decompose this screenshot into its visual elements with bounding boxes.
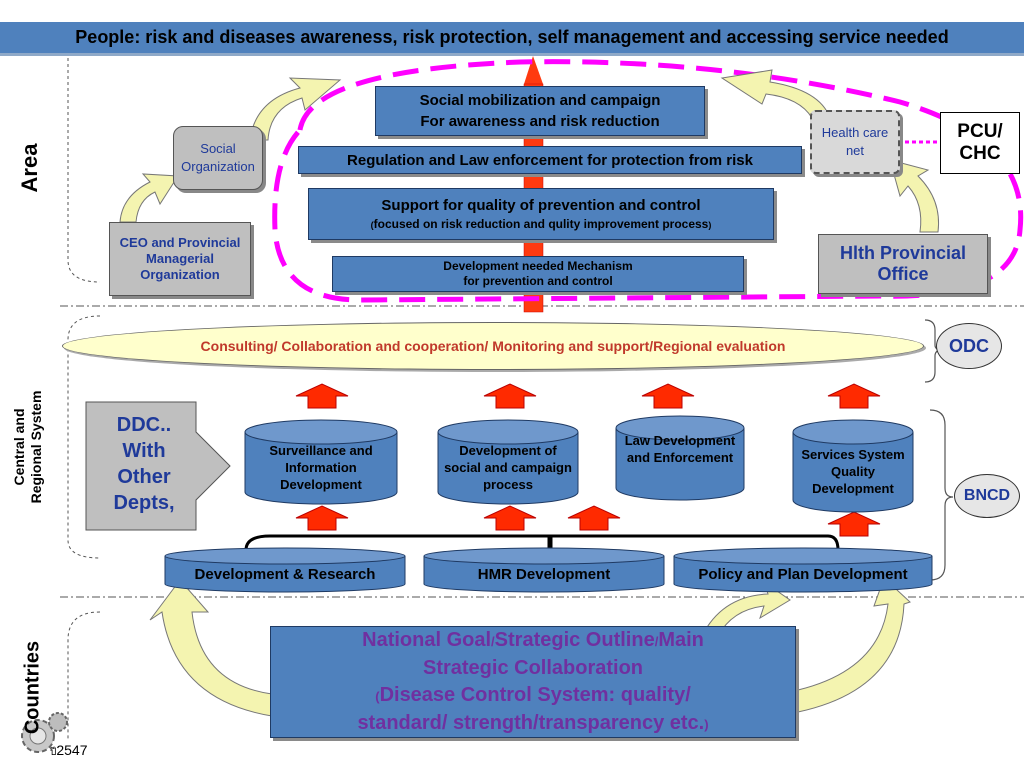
ddc-line-3: Other [117,466,171,488]
national-goal-line3: Disease Control System: quality/ [379,683,691,706]
countries-bracket [67,611,101,740]
section-label-area: Area [17,143,42,193]
base-policy [673,556,933,593]
pcu-chc-box: PCU/ CHC [940,112,1020,174]
support-sub-close: ) [708,220,712,230]
national-goal-part3: Main [658,628,704,651]
area-focus-outline [272,59,1024,303]
national-goal-part2: Strategic Outline [494,628,655,651]
gear-logo [21,712,68,753]
ddc-label: DDC.. With Other Depts, [92,412,196,516]
health-care-net-box: Health care net [810,110,900,174]
ceo-organization-box: CEO and Provincial Managerial Organizati… [109,222,251,296]
base-research-label: Development & Research [194,565,376,583]
cylinder-social [437,432,579,505]
central-arrow-head [524,56,543,84]
cylinder-services-top [792,419,914,445]
curve-arrow-national-to-research [149,579,273,717]
national-paren-close: ) [704,716,709,732]
national-goal-line2: Strategic Collaboration [422,656,644,679]
consulting-oval: Consulting/ Collaboration and cooperatio… [62,322,924,370]
up-arrow-5 [295,505,349,531]
cylinder-law [615,428,745,501]
section-label-countries: Countries [21,640,44,735]
bncd-label: BNCD [963,487,1011,504]
central-bracket [67,315,101,559]
area-bracket [67,58,101,283]
up-arrow-1 [295,383,349,409]
footer-year-value: 2547 [56,742,88,758]
bncd-brace [929,409,954,581]
support-subtitle: focused on risk reduction and qulity imp… [373,217,709,231]
footer-year: ปี2547 [50,742,88,760]
up-arrow-8 [827,511,881,537]
base-research-top [164,547,406,565]
cylinder-surveillance-top [244,419,398,445]
up-arrow-3 [641,383,695,409]
curve-arrow-national-to-policy [797,577,911,713]
footer-year-prefix: ปี [50,747,57,758]
social-mobilization-box: Social mobilization and campaign For awa… [375,86,705,136]
curve-arrow-office-to-health [889,159,940,233]
national-goal-part1: National Goal [362,628,492,651]
support-sub-open: ( [370,220,374,230]
social-mobilization-line1: Social mobilization and campaign [419,92,661,109]
cylinder-services [792,432,914,513]
national-goal-line4: standard/ strength/transparency etc. [357,711,705,734]
health-care-net-label: Health care net [821,125,889,158]
base-hmr-label: HMR Development [477,565,611,583]
up-arrow-4 [827,383,881,409]
social-organization-label: Social Organization [181,141,255,174]
ddc-line-2: With [122,440,166,462]
social-organization-box: Social Organization [173,126,263,190]
base-hmr-top [423,547,665,565]
national-goal-box: National Goal/Strategic Outline/Main Str… [270,626,796,738]
base-policy-top [673,547,933,565]
support-quality-box: Support for quality of prevention and co… [308,188,774,240]
up-arrow-7 [567,505,621,531]
ddc-line-4: Depts, [113,492,175,514]
base-research [164,556,406,593]
pcu-chc-label: PCU/ CHC [957,121,1003,164]
development-mechanism-box: Development needed Mechanism for prevent… [332,256,744,292]
social-mobilization-line2: For awareness and risk reduction [420,113,660,130]
cylinder-law-top [615,415,745,441]
cylinder-surveillance-label: Surveillance and Information Development [269,443,373,492]
national-paren-open: ( [375,688,380,704]
health-provincial-office-label: Hlth Provincial Office [839,243,967,284]
ddc-line-1: DDC.. [116,414,172,436]
odc-oval: ODC [936,323,1002,369]
health-provincial-office-box: Hlth Provincial Office [818,234,988,294]
cylinder-social-top [437,419,579,445]
cylinder-surveillance [244,432,398,505]
page-title: People: risk and diseases awareness, ris… [75,27,949,47]
curve-arrow-policy-loop [699,580,791,641]
curve-arrow-ceo-to-social [119,173,179,223]
base-hmr [423,556,665,593]
development-mechanism-line1: Development needed Mechanism [443,259,633,273]
cylinder-law-label: Law Development and Enforcement [624,433,736,465]
odc-label: ODC [949,335,989,356]
section-label-central: Central and Regional System [11,390,44,504]
development-mechanism-line2: for prevention and control [463,274,613,288]
ddc-arrow-shape [85,401,231,531]
up-arrow-2 [483,383,537,409]
up-arrow-6 [483,505,537,531]
curve-arrow-health-to-mobilization [720,69,831,119]
cylinder-social-label: Development of social and campaign proce… [444,443,572,492]
support-title: Support for quality of prevention and co… [381,197,701,214]
base-policy-label: Policy and Plan Development [698,565,908,583]
national-slash-1: / [491,633,495,649]
curve-arrow-social-to-mobilization [249,77,342,141]
page-title-banner: People: risk and diseases awareness, ris… [0,22,1024,56]
bncd-oval: BNCD [954,474,1020,518]
national-slash-2: / [654,633,659,649]
regulation-box: Regulation and Law enforcement for prote… [298,146,802,174]
cylinder-services-label: Services System Quality Development [801,447,905,496]
consulting-label: Consulting/ Collaboration and cooperatio… [200,338,786,354]
ceo-organization-label: CEO and Provincial Managerial Organizati… [119,235,241,282]
regulation-label: Regulation and Law enforcement for prote… [347,151,753,169]
